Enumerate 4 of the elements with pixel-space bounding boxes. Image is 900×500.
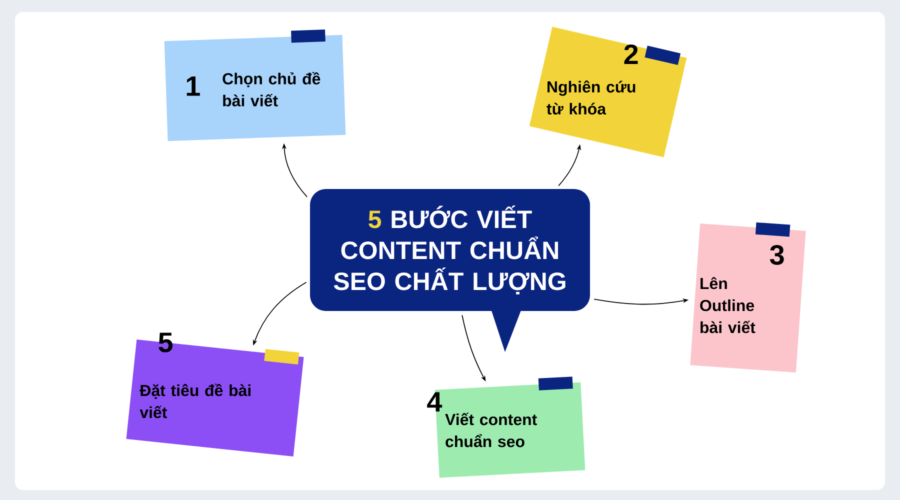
speech-bubble: 5 BƯỚC VIẾT CONTENT CHUẨN SEO CHẤT LƯỢNG [310, 189, 590, 352]
sticky-note: 4 Viết content chuẩn seo [427, 382, 586, 478]
sticky-note: 3 Lên Outline bài viết [690, 223, 806, 372]
sticky-note: 2 Nghiên cứu từ khóa [529, 26, 687, 158]
